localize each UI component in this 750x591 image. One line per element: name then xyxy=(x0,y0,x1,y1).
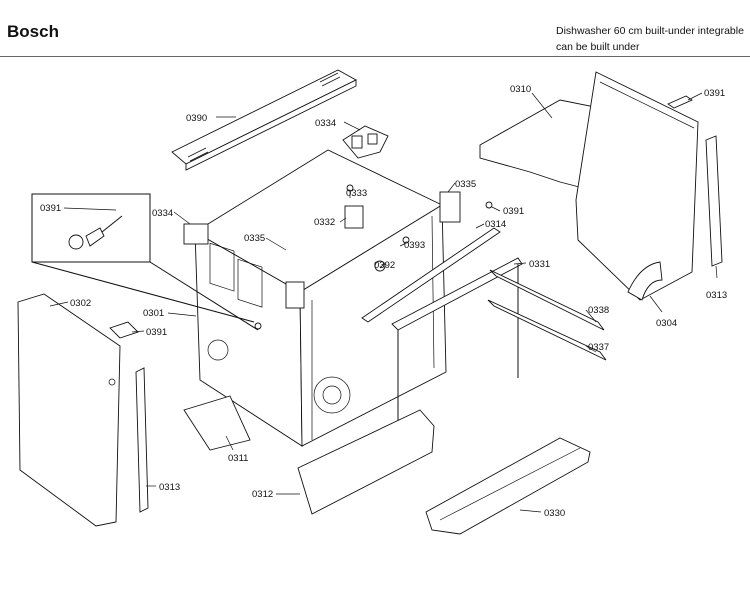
description-line-1: Dishwasher 60 cm built-under integrable xyxy=(556,25,744,37)
part-0335-hinge-right xyxy=(439,191,461,223)
part-0391-clip-top-right xyxy=(667,95,693,109)
part-label-0332: 0332 xyxy=(314,217,335,228)
part-label-0335: 0335 xyxy=(455,179,476,190)
part-label-0338: 0338 xyxy=(588,305,609,316)
part-label-0334: 0334 xyxy=(152,208,173,219)
part-label-0391: 0391 xyxy=(40,203,61,214)
part-0330-plinth xyxy=(425,437,591,535)
header-divider xyxy=(0,56,750,57)
part-0334-hinge-cover xyxy=(183,223,209,245)
part-0332-latch xyxy=(344,205,364,229)
part-label-0391: 0391 xyxy=(704,88,725,99)
detail-inset-0391 xyxy=(31,193,259,331)
part-0301-tub-frame xyxy=(194,149,447,447)
part-label-0335: 0335 xyxy=(244,233,265,244)
part-label-0304: 0304 xyxy=(656,318,677,329)
part-0390-top-plate xyxy=(171,69,357,171)
model-description: Dishwasher 60 cm built-under integrable … xyxy=(556,23,744,55)
part-0391-screw-right xyxy=(485,201,493,209)
part-label-0391: 0391 xyxy=(146,327,167,338)
part-label-0331: 0331 xyxy=(529,259,550,270)
leader-lines xyxy=(49,92,718,513)
part-label-0334: 0334 xyxy=(315,118,336,129)
part-label-0313: 0313 xyxy=(706,290,727,301)
part-label-0393: 0393 xyxy=(404,240,425,251)
part-0391-screw-front xyxy=(254,322,262,330)
part-label-0390: 0390 xyxy=(186,113,207,124)
part-0392-fitting xyxy=(374,260,386,272)
part-label-0301: 0301 xyxy=(143,308,164,319)
part-0335-hinge-left xyxy=(285,281,305,309)
part-0334-bracket xyxy=(342,125,389,159)
part-0313-left-strip xyxy=(135,367,149,513)
description-line-2: can be built under xyxy=(556,41,640,53)
part-0314-rail xyxy=(361,227,501,323)
part-0302-door-panel xyxy=(17,293,121,527)
part-label-0392: 0392 xyxy=(374,260,395,271)
part-label-0337: 0337 xyxy=(588,342,609,353)
part-0312-kick-plate xyxy=(297,409,435,515)
part-label-0312: 0312 xyxy=(252,489,273,500)
part-0338-rail xyxy=(489,269,605,331)
part-label-0310: 0310 xyxy=(510,84,531,95)
part-0313-right-strip xyxy=(705,135,723,267)
part-label-0313: 0313 xyxy=(159,482,180,493)
part-label-0333: 0333 xyxy=(346,188,367,199)
part-label-0330: 0330 xyxy=(544,508,565,519)
part-0304-side-panel xyxy=(575,71,699,301)
part-0311-base xyxy=(183,395,251,451)
brand-title: Bosch xyxy=(7,22,59,41)
part-label-0302: 0302 xyxy=(70,298,91,309)
part-label-0314: 0314 xyxy=(485,219,506,230)
part-0337-rail xyxy=(487,299,607,361)
part-0391-clip-left xyxy=(109,321,139,339)
part-label-0311: 0311 xyxy=(228,453,248,464)
part-label-0391: 0391 xyxy=(503,206,524,217)
